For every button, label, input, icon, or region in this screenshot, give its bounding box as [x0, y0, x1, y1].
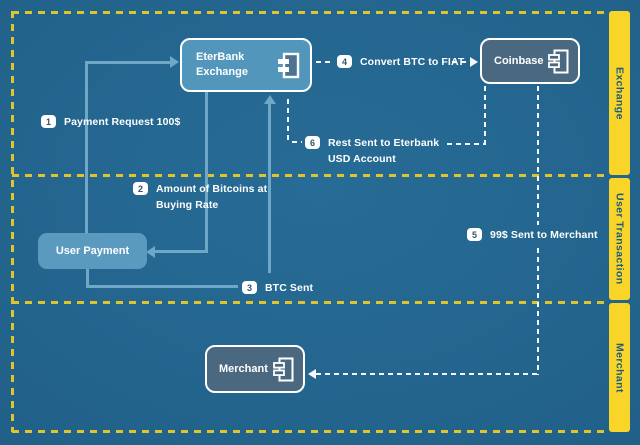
arrow5-horizontal-line [316, 373, 539, 375]
node-eterbank-title: EterBank Exchange [196, 51, 248, 78]
step-text-5: 99$ Sent to Merchant [490, 229, 598, 241]
arrow5-arrowhead-icon [308, 369, 316, 379]
node-eterbank-exchange: EterBank Exchange [180, 38, 312, 92]
step-text-4: Convert BTC to FIAT [360, 56, 465, 68]
step-text-6: Rest Sent to Eterbank USD Account [328, 137, 440, 165]
node-user-payment: User Payment [38, 233, 147, 269]
node-merchant-title: Merchant [219, 362, 268, 375]
step-badge-3: 3 [242, 281, 257, 294]
component-icon [273, 357, 294, 381]
step-text-1: Payment Request 100$ [64, 116, 181, 128]
sidebar-label-user-transaction: User Transaction [613, 193, 626, 285]
arrow3-drop-line [86, 269, 89, 288]
arrow1-arrowhead-icon [170, 56, 179, 68]
arrow2-vertical-line [205, 92, 208, 253]
frame-left-dashed-line [11, 11, 14, 432]
sidebar-label-exchange: Exchange [613, 66, 626, 120]
section-divider-user-merchant [12, 301, 609, 304]
arrow3-horizontal-line [86, 285, 238, 288]
component-icon [548, 49, 569, 73]
arrow2-arrowhead-icon [146, 246, 155, 258]
step-label-4: 4 Convert BTC to FIAT [337, 54, 464, 70]
arrow6-vertical-right [484, 86, 486, 145]
arrow4-arrowhead-icon [470, 57, 478, 67]
arrow5-vertical-lower [537, 248, 539, 375]
step-label-5: 5 99$ Sent to Merchant [467, 227, 598, 243]
step-badge-1: 1 [41, 115, 56, 128]
arrow3-arrowhead-icon [263, 95, 276, 104]
arrow4-dash-right [452, 61, 469, 63]
arrow6-horizontal-right [447, 143, 485, 145]
arrow5-vertical-upper [537, 86, 539, 225]
node-user-payment-title: User Payment [55, 244, 130, 257]
arrow4-dash-left [316, 61, 334, 63]
arrow3-rise-line [268, 103, 271, 273]
step-label-1: 1 Payment Request 100$ [41, 114, 180, 130]
arrow6-dash-stub [292, 141, 302, 143]
step-badge-6: 6 [305, 136, 320, 149]
arrow6-vertical-left [287, 99, 289, 142]
step-badge-4: 4 [337, 55, 352, 68]
arrow2-horizontal-line [154, 250, 208, 253]
arrow1-vertical-line [85, 61, 88, 233]
step-label-6: 6 Rest Sent to Eterbank USD Account [305, 135, 439, 167]
node-merchant: Merchant [205, 345, 305, 393]
step-text-2: Amount of Bitcoins at Buying Rate [156, 183, 268, 211]
node-coinbase-title: Coinbase [494, 54, 544, 67]
sidebar-segment-exchange: Exchange [609, 11, 630, 175]
step-label-2: 2 Amount of Bitcoins at Buying Rate [133, 181, 267, 213]
arrow1-horizontal-line [85, 61, 172, 64]
node-coinbase: Coinbase [480, 38, 580, 84]
sidebar-label-merchant: Merchant [613, 342, 626, 393]
step-badge-5: 5 [467, 228, 482, 241]
step-text-3: BTC Sent [265, 282, 314, 294]
frame-top-dashed-line [12, 11, 609, 14]
sidebar-segment-user-transaction: User Transaction [609, 178, 630, 300]
step-badge-2: 2 [133, 182, 148, 195]
step-label-3: 3 BTC Sent [242, 280, 313, 296]
component-icon [278, 52, 300, 78]
sidebar-segment-merchant: Merchant [609, 303, 630, 432]
frame-bottom-dashed-line [12, 430, 606, 433]
section-divider-exchange-user [12, 174, 609, 177]
